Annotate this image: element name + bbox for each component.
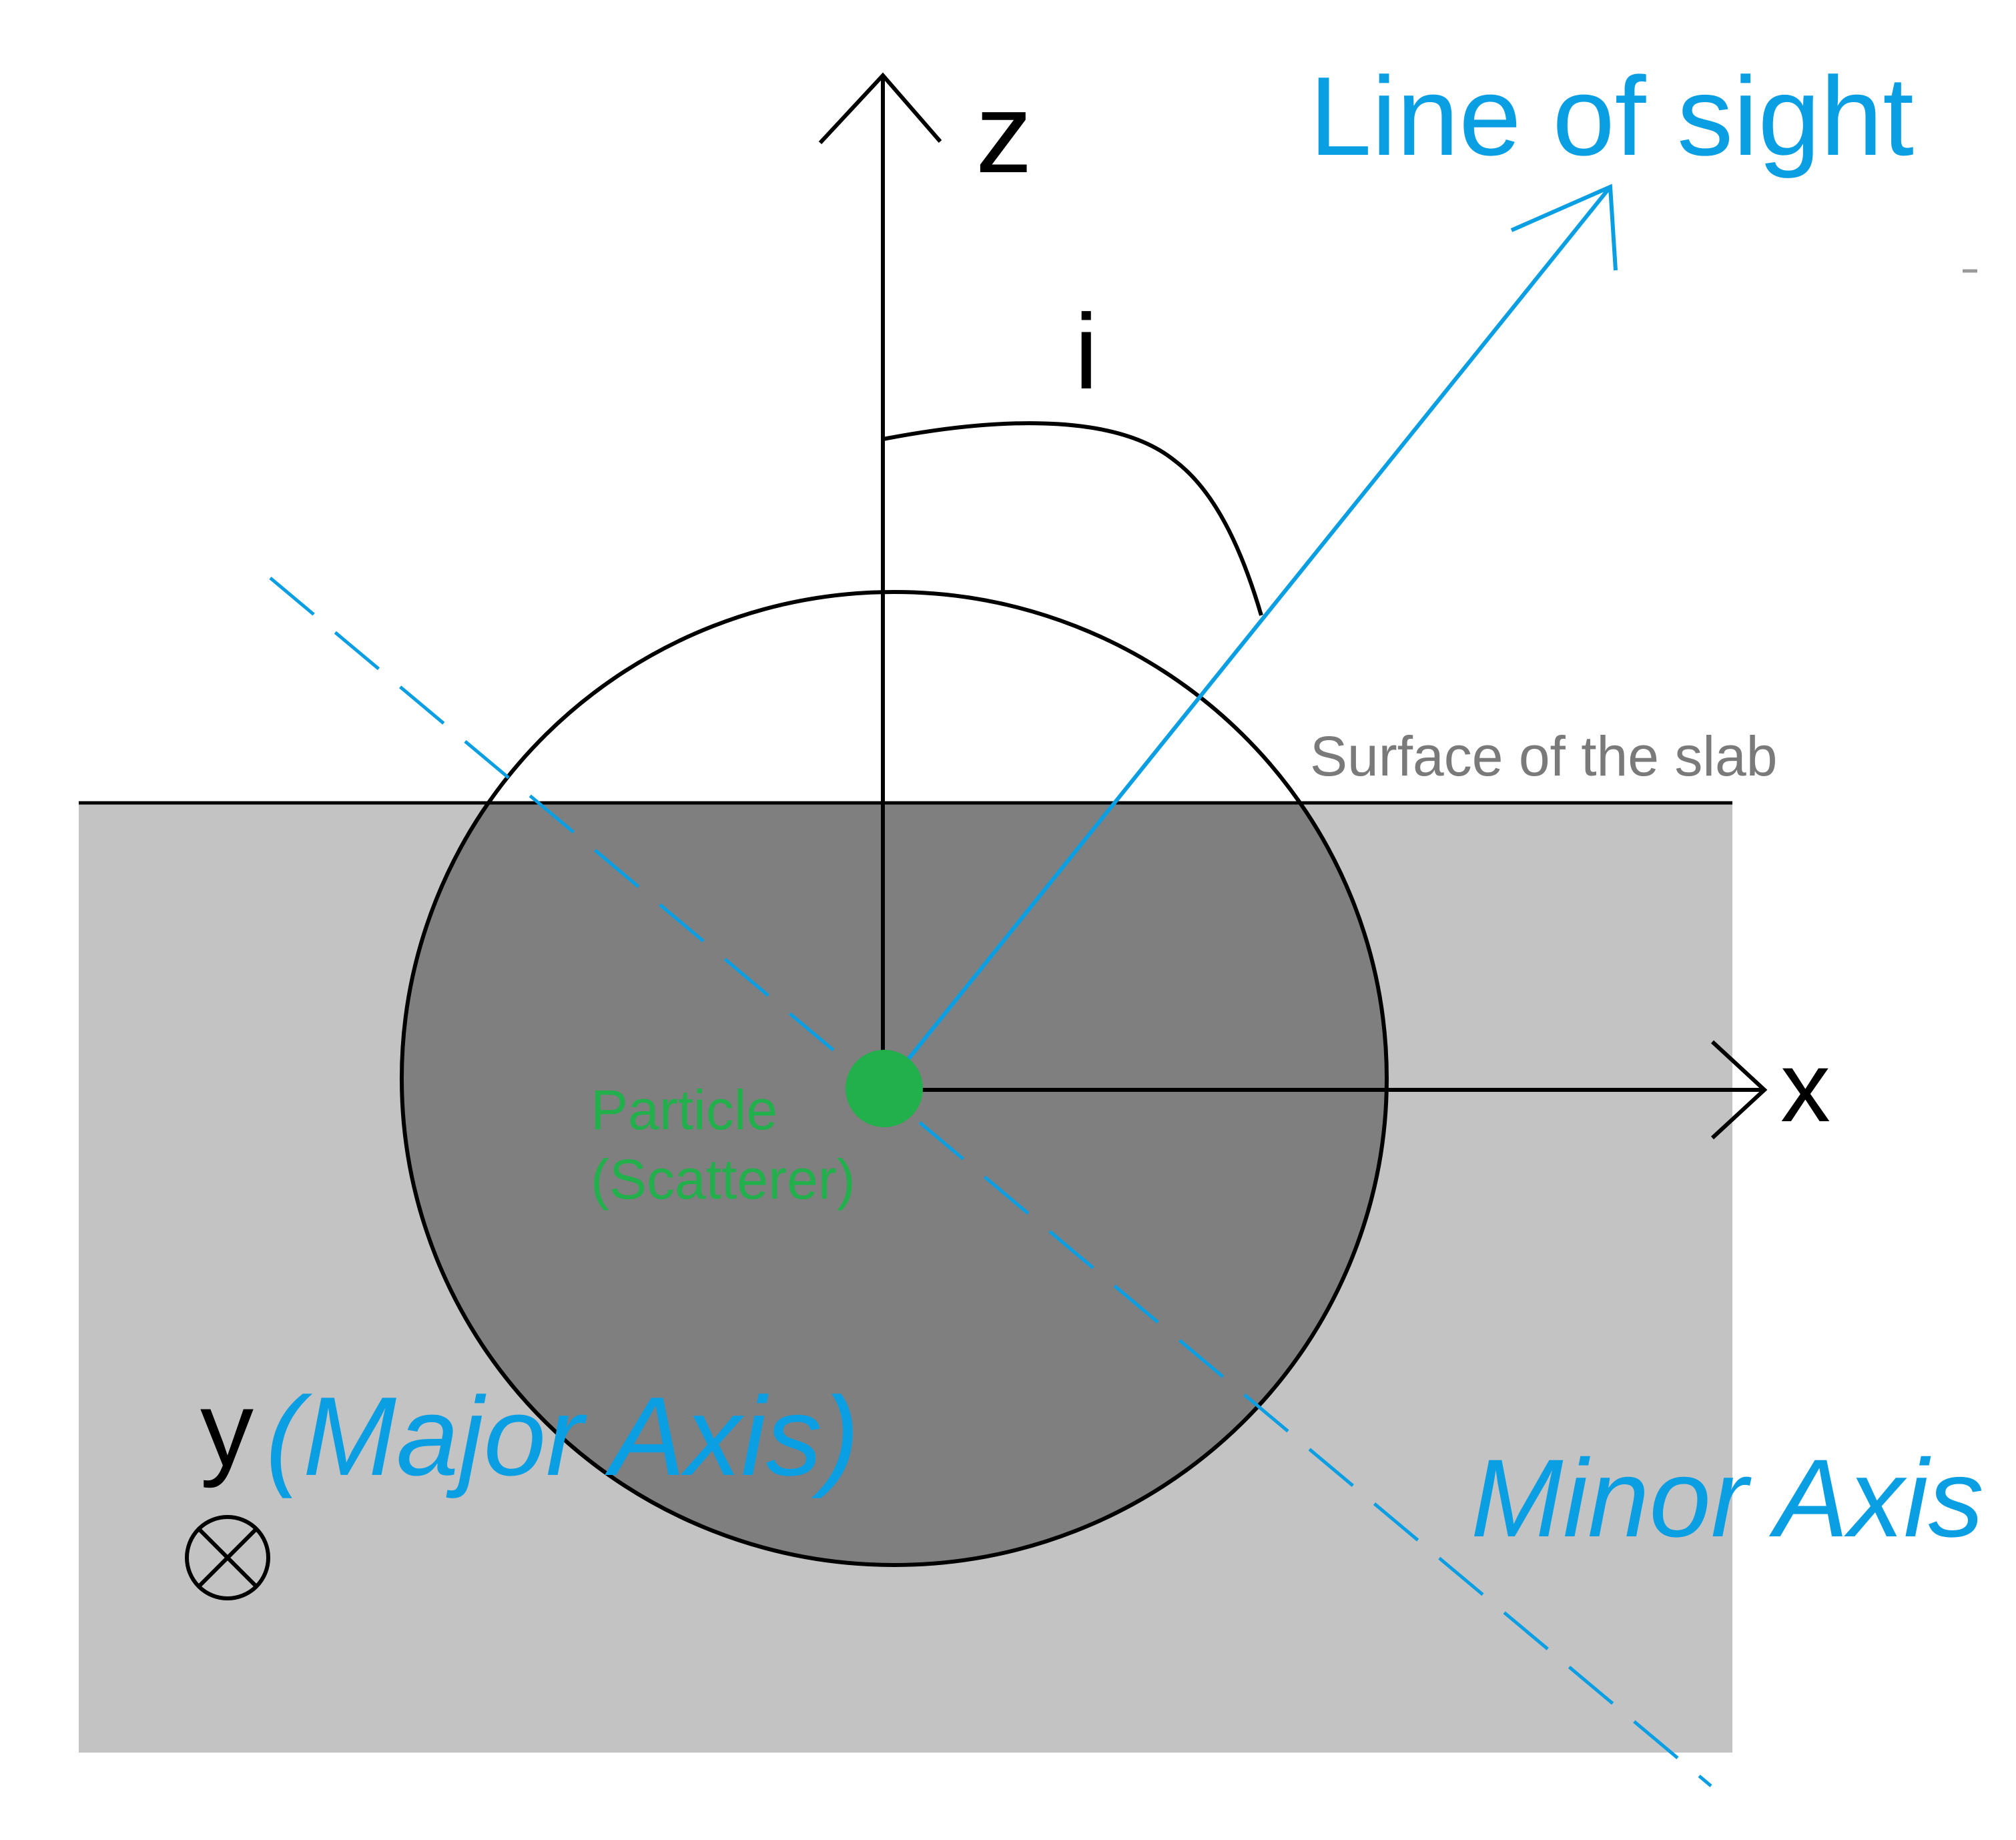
x-axis	[883, 1040, 1768, 1140]
inclination-arc	[882, 421, 1263, 616]
minor-axis-label: Minor Axis	[1471, 1437, 1984, 1560]
x-axis-label: x	[1780, 1030, 1830, 1143]
major-axis-label: (Major Axis)	[266, 1373, 860, 1499]
surface-label: Surface of the slab	[1310, 725, 1777, 788]
circled-times-icon	[185, 1515, 270, 1600]
line-of-sight-label: Line of sight	[1309, 53, 1914, 179]
line-of-sight-arrow	[901, 184, 1618, 1067]
scatterer-label: (Scatterer)	[591, 1148, 856, 1211]
y-axis-label: y	[200, 1369, 254, 1488]
particle-label: Particle	[591, 1079, 777, 1141]
z-axis	[818, 72, 942, 1090]
particle-dot	[846, 1050, 923, 1127]
minor-axis-dashed-line	[269, 577, 1712, 1787]
angle-label: i	[1074, 292, 1098, 411]
disk-in-slab	[402, 803, 1387, 1565]
z-axis-label: z	[976, 70, 1032, 197]
disk-outline	[400, 590, 1389, 1567]
